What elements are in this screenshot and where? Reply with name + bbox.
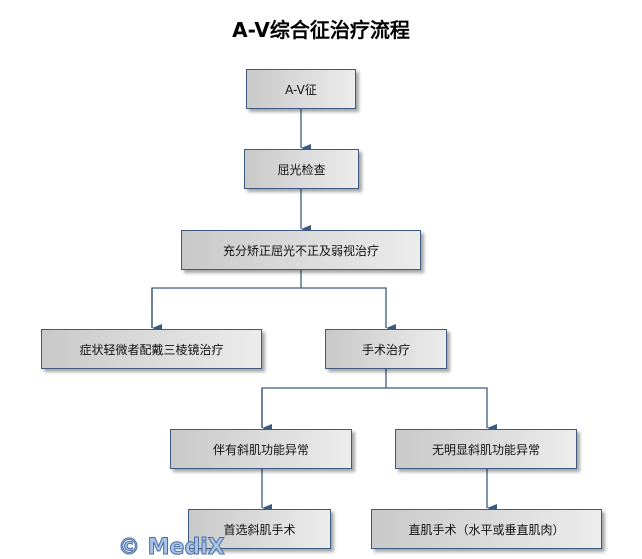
node-oblique-abnormal: 伴有斜肌功能异常 <box>170 429 352 469</box>
node-oblique-surgery: 首选斜肌手术 <box>188 509 331 549</box>
node-surgery: 手术治疗 <box>325 329 447 369</box>
node-av: A-V征 <box>246 69 356 109</box>
node-no-oblique: 无明显斜肌功能异常 <box>395 429 577 469</box>
diagram-title: A-V综合征治疗流程 <box>232 18 410 42</box>
node-correct: 充分矫正屈光不正及弱视治疗 <box>181 230 421 270</box>
node-rectus-surgery: 直肌手术（水平或垂直肌肉） <box>371 509 602 549</box>
node-refraction: 屈光检查 <box>244 149 359 189</box>
watermark: © MediX <box>118 535 226 559</box>
node-mild: 症状轻微者配戴三棱镜治疗 <box>41 329 262 369</box>
arrow-to-mild <box>151 287 396 332</box>
arrow-to-oblique <box>261 387 497 432</box>
